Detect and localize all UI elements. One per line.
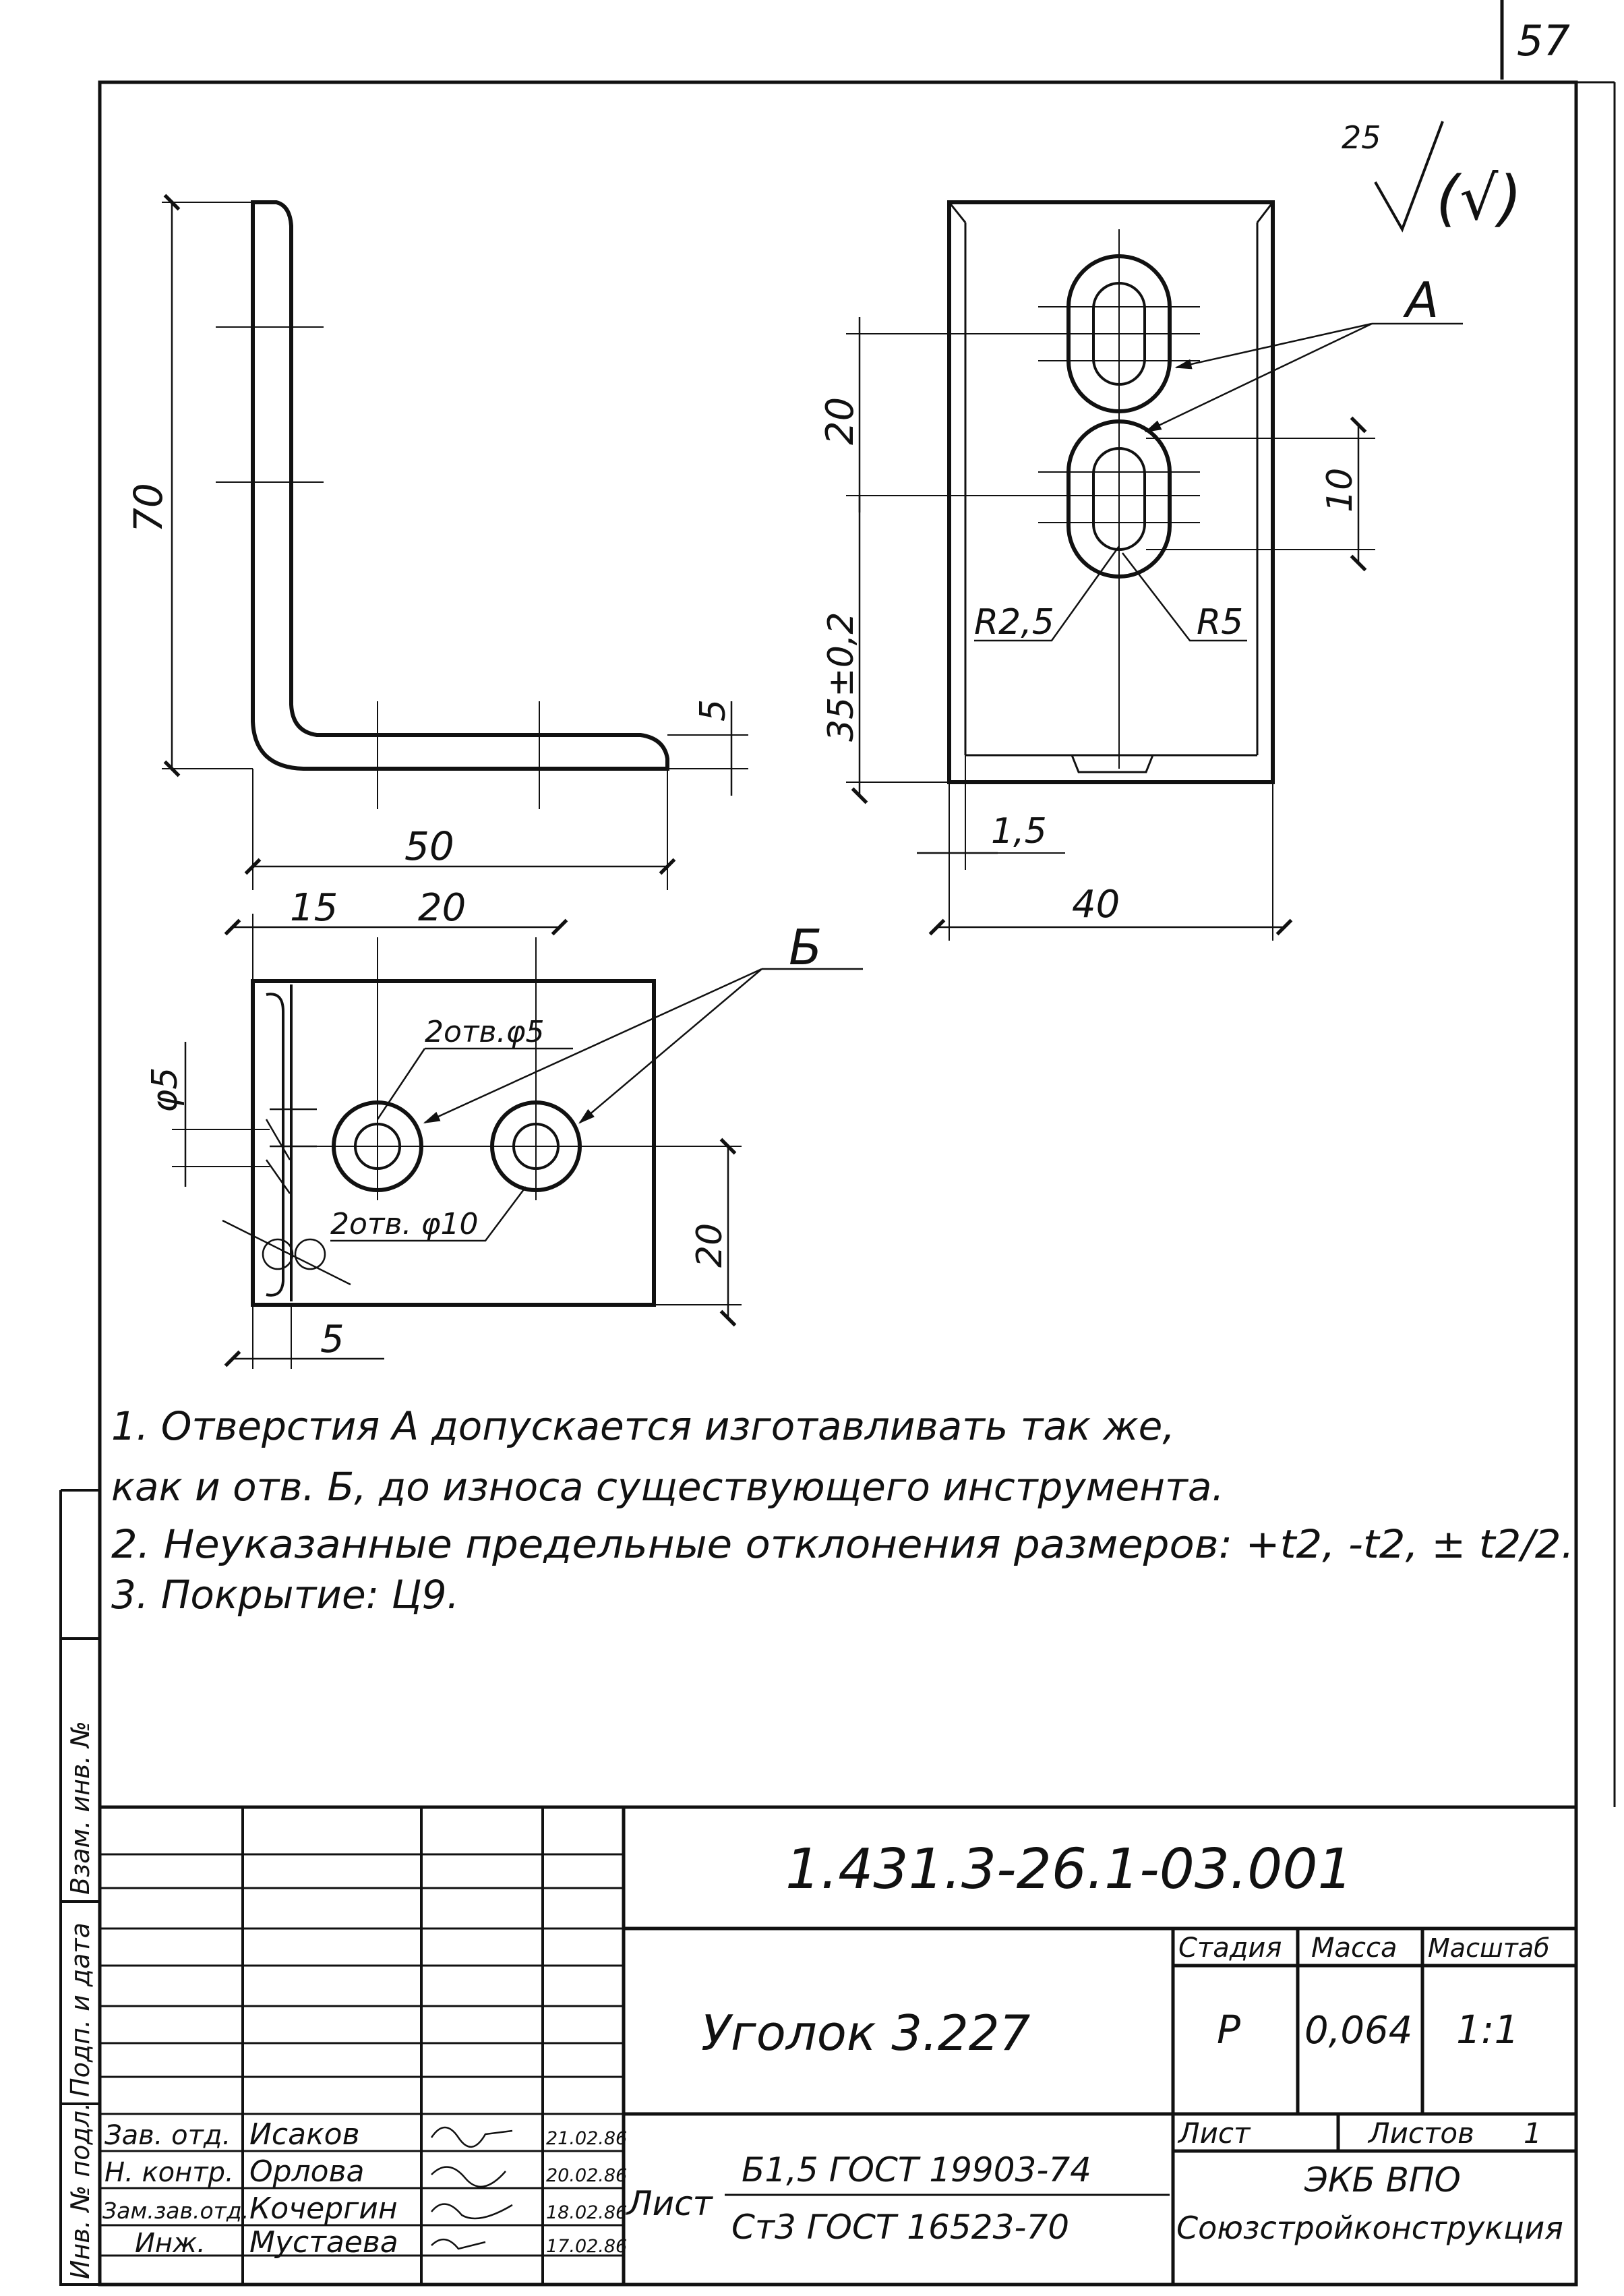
sheet-number: 57	[1517, 16, 1570, 65]
sig-name-1: Исаков	[249, 2117, 360, 2152]
dim-from-edge: 15	[290, 886, 338, 930]
angle-profile	[251, 200, 669, 771]
material-line-1: Б1,5 ГОСТ 19903-74	[742, 2150, 1091, 2189]
sig-date-1: 21.02.86	[546, 2128, 627, 2149]
side-view: 70 50 5	[125, 194, 748, 890]
callout-a: A	[1403, 272, 1439, 328]
sheets-value: 1	[1524, 2117, 1542, 2150]
value-scale: 1:1	[1456, 2007, 1519, 2053]
note-line-3: 2. Неуказанные предельные отклонения раз…	[111, 1521, 1574, 1567]
material-label: Лист	[626, 2184, 714, 2223]
dim-radius-large: R5	[1197, 602, 1243, 643]
note-line-4: 3. Покрытие: Ц9.	[111, 1572, 459, 1618]
value-stage: Р	[1217, 2007, 1240, 2053]
side-stamp-sign: Подп. и дата	[65, 1922, 95, 2097]
value-mass: 0,064	[1304, 2009, 1412, 2053]
holes-small-label: 2отв.φ5	[425, 1015, 544, 1049]
organization-line-1: ЭКБ ВПО	[1304, 2160, 1461, 2200]
sheets-label: Листов	[1367, 2117, 1474, 2150]
front-view: A 20 35±0,2 10 R2,5 R5 1,5 40	[818, 200, 1463, 941]
sig-date-3: 18.02.86	[546, 2202, 627, 2223]
roughness-note: (√)	[1436, 163, 1522, 234]
plan-view: 15 20 Б 2отв.φ5 2отв. φ10 φ5 20 5	[145, 886, 863, 1369]
dim-height: 70	[125, 483, 171, 533]
dim-from-base: 35±0,2	[821, 612, 862, 742]
header-mass: Масса	[1311, 1933, 1397, 1964]
note-line-2: как и отв. Б, до износа существующего ин…	[111, 1464, 1224, 1510]
part-name: Уголок 3.227	[701, 2005, 1031, 2061]
plate-outline	[947, 200, 1275, 784]
dim-edge: 1,5	[991, 811, 1047, 852]
sig-role-2: Н. контр.	[104, 2157, 234, 2188]
sig-name-3: Кочергин	[249, 2191, 398, 2226]
header-scale: Масштаб	[1428, 1933, 1550, 1963]
callout-b: Б	[789, 919, 822, 976]
designation: 1.431.3-26.1-03.001	[785, 1837, 1353, 1902]
sig-name-4: Мустаева	[249, 2225, 398, 2260]
title-block: 1.431.3-26.1-03.001 Уголок 3.227 Стадия …	[100, 1805, 1576, 2285]
dim-depth: 20	[690, 1223, 730, 1268]
sheet-label: Лист	[1177, 2117, 1251, 2150]
roughness-value: 25	[1342, 119, 1381, 156]
holes-large-label: 2отв. φ10	[330, 1207, 478, 1241]
note-line-1: 1. Отверстия А допускается изготавливать…	[111, 1403, 1175, 1449]
dim-plate-width: 40	[1072, 883, 1120, 926]
dim-hole-dia: φ5	[145, 1067, 185, 1113]
dim-radius-small: R2,5	[974, 602, 1054, 643]
sig-role-1: Зав. отд.	[104, 2120, 231, 2151]
technical-notes: 1. Отверстия А допускается изготавливать…	[111, 1403, 1574, 1618]
material-line-2: Ст3 ГОСТ 16523-70	[731, 2208, 1069, 2247]
dim-slot-spacing: 20	[818, 397, 862, 445]
organization-line-2: Союзстройконструкция	[1176, 2210, 1563, 2246]
dim-thickness: 5	[693, 699, 733, 722]
dim-width: 50	[404, 823, 454, 869]
dim-bend: 5	[320, 1318, 344, 1361]
sig-date-4: 17.02.86	[546, 2236, 627, 2257]
side-stamp: Инв. № подл. Подп. и дата Взам. инв. №	[59, 1489, 100, 2286]
dim-slot-width: 10	[1320, 468, 1360, 512]
side-stamp-replace: Взам. инв. №	[65, 1721, 95, 1895]
dim-hole-spacing: 20	[418, 886, 466, 930]
drawing-frame	[98, 80, 1578, 2287]
side-stamp-inv: Инв. № подл.	[65, 2102, 95, 2279]
sig-date-2: 20.02.86	[546, 2165, 627, 2186]
sig-role-3: Зам.зав.отд.	[102, 2198, 249, 2224]
sheet-number-box: 57	[1500, 0, 1570, 80]
sig-role-4: Инж.	[135, 2228, 206, 2259]
sig-name-2: Орлова	[249, 2154, 365, 2189]
roughness-symbol: 25 (√)	[1342, 119, 1522, 234]
header-stage: Стадия	[1178, 1933, 1282, 1964]
